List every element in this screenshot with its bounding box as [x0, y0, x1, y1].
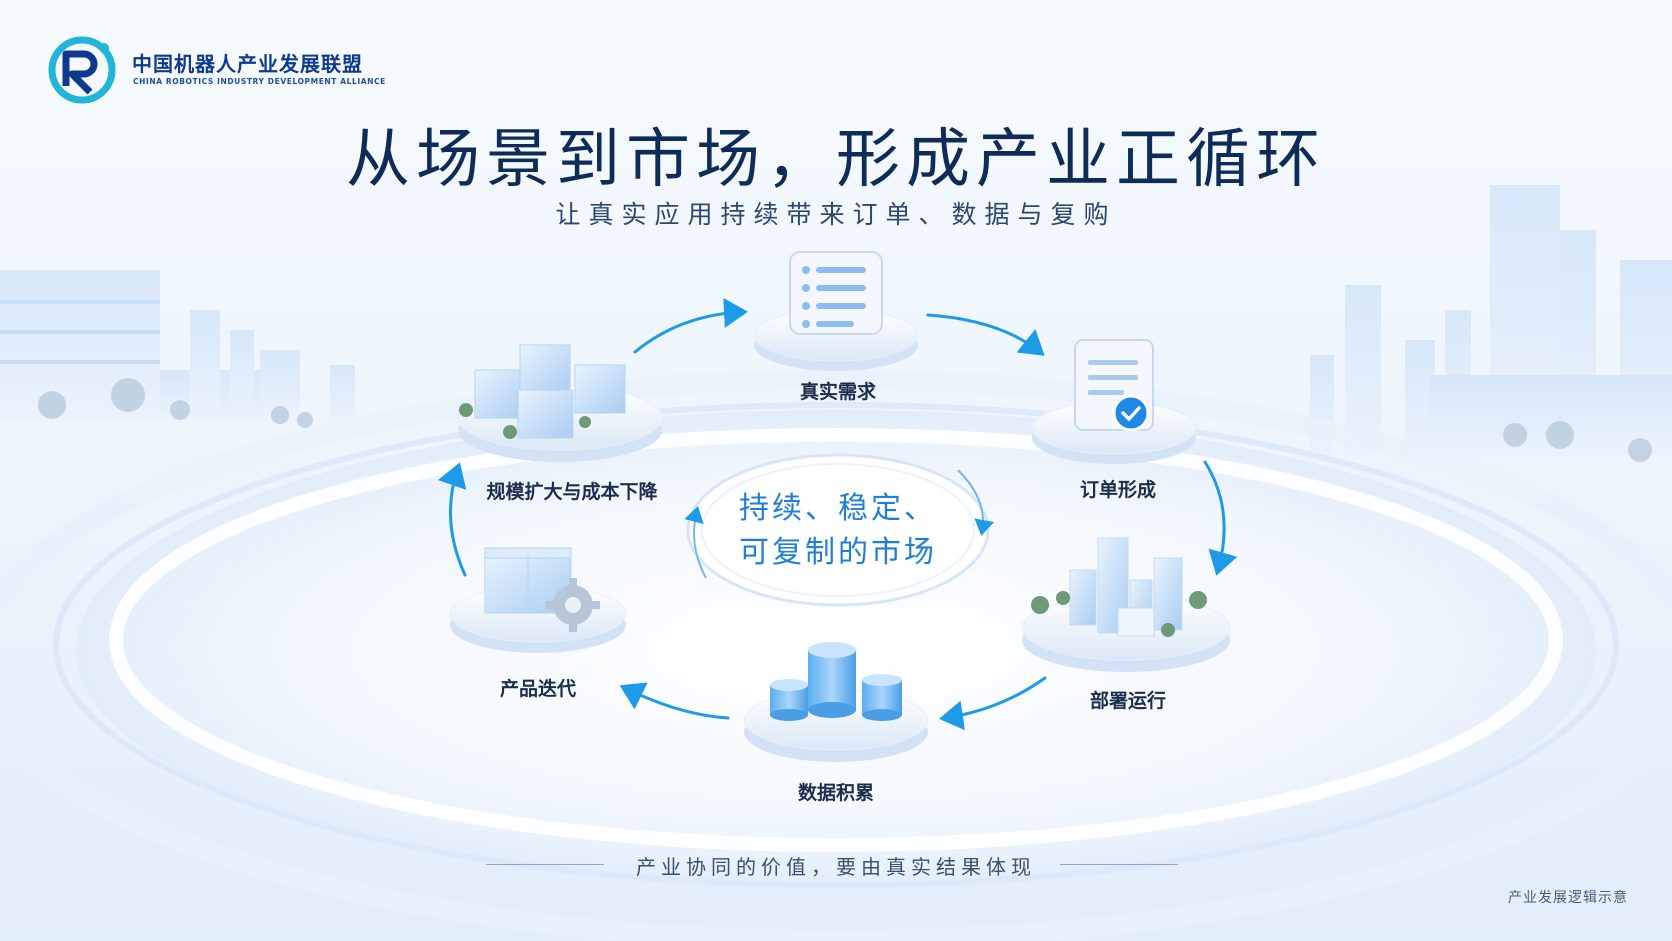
node-order-formed	[1031, 339, 1197, 464]
alliance-logo: 中国机器人产业发展联盟 CHINA ROBOTICS INDUSTRY DEVE…	[46, 34, 426, 106]
node-real-demand	[753, 251, 919, 371]
node-deployment	[1021, 537, 1231, 672]
node-label-deployment: 部署运行	[1089, 690, 1167, 712]
node-label-order-formed: 订单形成	[1079, 479, 1157, 501]
cr-logo-icon	[48, 36, 116, 104]
footer-caption: 产业协同的价值，要由真实结果体现	[636, 855, 1036, 879]
city-buildings-icon	[1031, 537, 1207, 637]
org-name-cn: 中国机器人产业发展联盟	[132, 52, 363, 76]
order-check-icon	[1074, 339, 1154, 432]
node-label-product-iteration: 产品迭代	[499, 678, 577, 700]
arrow-demand-to-order	[926, 313, 1045, 356]
arrow-deploy-to-data	[939, 676, 1047, 731]
node-product-iteration	[449, 547, 627, 653]
org-name-en: CHINA ROBOTICS INDUSTRY DEVELOPMENT ALLI…	[133, 77, 386, 86]
node-label-data-accumulation: 数据积累	[797, 782, 875, 804]
database-icon	[770, 642, 902, 721]
diagram-note: 产业发展逻辑示意	[1508, 890, 1628, 906]
node-scale-up	[457, 344, 663, 462]
footer-divider-right	[1060, 864, 1178, 865]
page-subtitle: 让真实应用持续带来订单、数据与复购	[555, 200, 1117, 229]
arrow-scale-to-demand	[633, 297, 748, 354]
node-label-scale-up: 规模扩大与成本下降	[486, 481, 658, 503]
document-list-icon	[789, 251, 883, 335]
arrow-iteration-to-scale	[437, 462, 467, 577]
factory-cluster-icon	[459, 344, 626, 439]
node-data-accumulation	[743, 642, 929, 762]
arrow-order-to-deploy	[1203, 460, 1238, 576]
arrow-data-to-iteration	[619, 682, 730, 720]
footer-divider-left	[486, 864, 604, 865]
center-text-line1: 持续、稳定、	[739, 491, 937, 526]
module-gear-icon	[484, 547, 600, 632]
node-label-real-demand: 真实需求	[799, 381, 877, 403]
center-text-line2: 可复制的市场	[739, 535, 937, 570]
page-title: 从场景到市场，形成产业正循环	[346, 123, 1326, 197]
